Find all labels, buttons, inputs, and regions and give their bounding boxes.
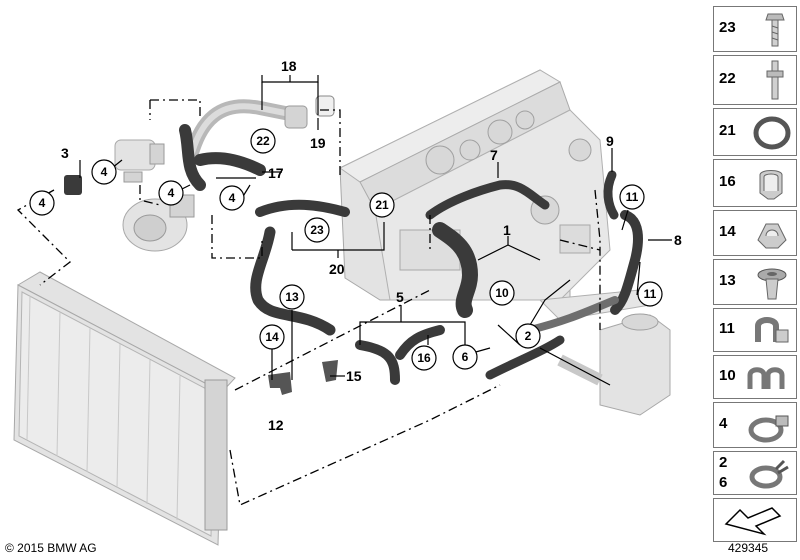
bolt-icon [765,13,785,47]
legend-number: 11 [719,320,735,337]
callout-16: 16 [411,345,437,371]
hoses [64,124,643,385]
legend-number: 4 [719,415,728,432]
label-13: 13 [285,290,299,304]
callout-4a: 4 [29,190,55,216]
hose-clamp-icon [748,415,789,443]
label-12: 12 [268,417,284,433]
label-8: 8 [674,232,682,248]
engine-block [339,69,611,301]
legend-number-secondary: 6 [719,474,728,491]
callout-2: 2 [515,323,541,349]
radiator [13,271,236,546]
callout-23: 23 [304,217,330,243]
label-10: 10 [495,286,509,300]
auxiliary-water-pump [114,139,165,183]
label-6: 6 [462,350,469,364]
expansion-tank [538,289,671,416]
label-4: 4 [39,196,46,210]
label-9: 9 [606,133,614,149]
legend-number: 23 [719,19,736,36]
callout-10: 10 [489,280,515,306]
callout-4b: 4 [91,159,117,185]
label-11: 11 [626,190,639,204]
legend-item-23[interactable]: 23 [713,6,797,52]
label-19: 19 [310,135,326,151]
legend-item-14[interactable]: 14 [713,210,797,256]
legend-number: 21 [719,122,736,139]
holder-clip-icon [757,223,787,249]
expanding-rivet-icon [757,268,787,300]
electric-water-pump [122,194,195,252]
stud-bolt-icon [766,60,784,100]
copyright-text: © 2015 BMW AG [5,541,97,555]
label-11: 11 [644,287,657,301]
brackets [268,360,338,395]
label-2: 2 [525,329,532,343]
callout-4c: 4 [158,180,184,206]
arrow-icon [724,507,782,536]
legend-item-2-6[interactable]: 2 6 [713,451,797,495]
callout-6: 6 [452,344,478,370]
callout-13: 13 [279,284,305,310]
legend-item-16[interactable]: 16 [713,159,797,207]
label-18: 18 [281,58,297,74]
label-7: 7 [490,147,498,163]
label-20: 20 [329,261,345,277]
hose-clip-icon [759,170,783,200]
legend-number: 10 [719,367,736,384]
clip-icon [755,317,789,343]
callout-14: 14 [259,324,285,350]
legend-number: 22 [719,70,736,87]
connection-lines [16,99,601,506]
label-3: 3 [61,145,69,161]
label-5: 5 [396,289,404,305]
callout-11a: 11 [619,184,645,210]
label-17: 17 [268,165,284,181]
double-clip-icon [747,367,785,389]
legend-item-11[interactable]: 11 [713,308,797,352]
sealing-ring-icon [753,116,791,150]
document-number: 429345 [728,541,769,555]
label-22: 22 [256,134,270,148]
legend-number: 14 [719,223,736,240]
label-15: 15 [346,368,362,384]
label-4: 4 [101,165,108,179]
legend-item-arrow[interactable] [713,498,797,542]
label-21: 21 [375,198,389,212]
legend-item-22[interactable]: 22 [713,55,797,105]
label-4: 4 [229,191,236,205]
callout-21: 21 [369,192,395,218]
legend-item-13[interactable]: 13 [713,259,797,305]
label-14: 14 [265,330,279,344]
legend-number: 16 [719,173,736,190]
label-23: 23 [310,223,324,237]
label-1: 1 [503,222,511,238]
label-16: 16 [417,351,431,365]
legend-number: 2 [719,454,728,471]
part-labels: 18 19 3 17 20 7 9 8 1 5 12 15 4 4 4 4 22… [29,58,682,433]
legend-number: 13 [719,272,736,289]
callout-4d: 4 [219,185,245,211]
label-4: 4 [168,186,175,200]
callout-11b: 11 [637,281,663,307]
legend-item-10[interactable]: 10 [713,355,797,399]
legend-item-4[interactable]: 4 [713,402,797,448]
coolant-pipe [183,95,335,162]
leader-lines [79,75,672,386]
legend-item-21[interactable]: 21 [713,108,797,156]
callout-22: 22 [250,128,276,154]
spring-clamp-icon [749,459,789,489]
